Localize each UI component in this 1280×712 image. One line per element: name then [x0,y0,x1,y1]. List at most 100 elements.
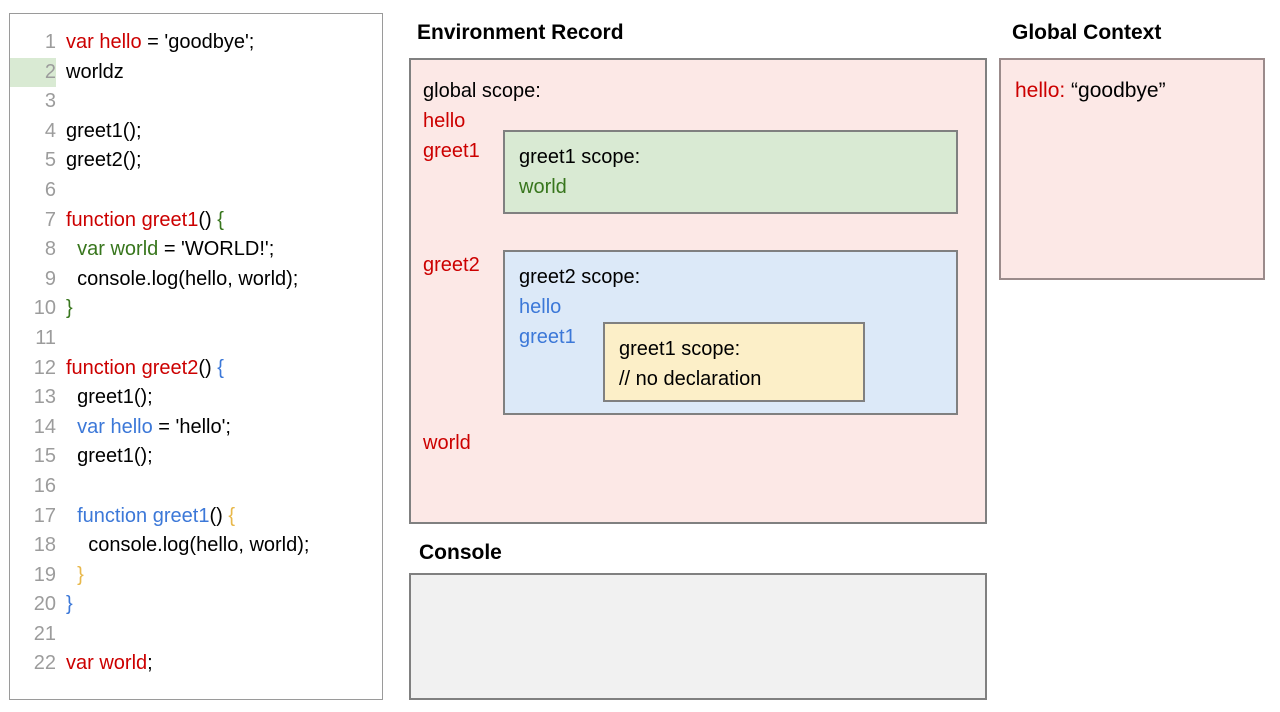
code-line[interactable]: 9 console.log(hello, world); [10,265,382,295]
line-number: 1 [44,31,56,53]
code-line-text: var hello = 'goodbye'; [56,28,254,58]
code-line-text: greet1(); [56,442,153,472]
code-line[interactable]: 3 [10,87,382,117]
code-line-text: } [56,294,73,324]
code-line-text: } [56,590,73,620]
code-line[interactable]: 5 greet2(); [10,146,382,176]
greet2-scope-entries: greet2 scope: hello greet1 [519,262,640,352]
code-token: var hello [66,31,142,53]
code-token: console.log(hello, world); [88,534,310,557]
code-line[interactable]: 15 greet1(); [10,442,382,472]
line-number: 7 [44,208,56,231]
console-panel[interactable] [409,573,987,700]
greet1-inner-scope-box: greet1 scope: // no declaration [603,322,865,402]
code-token: function greet2 [66,356,199,379]
code-token: ; [147,652,153,675]
greet1-scope-entries: greet1 scope: world [519,142,640,202]
line-number: 8 [44,238,56,261]
line-number: 22 [33,652,56,675]
console-title: Console [419,541,502,564]
line-number: 11 [35,326,56,349]
code-token: () [198,208,218,231]
global-scope-label: global scope: [423,80,541,102]
line-number: 21 [33,622,56,645]
code-line[interactable]: 19 } [10,561,382,591]
code-token: function greet1 [66,208,199,231]
line-number: 9 [44,267,56,290]
global-scope-entries: global scope: hello greet1 [423,76,541,166]
code-line[interactable]: 18 console.log(hello, world); [10,531,382,561]
code-line-text: var world; [56,649,153,679]
code-line[interactable]: 10} [10,294,382,324]
code-line-text: function greet1() { [56,206,224,236]
global-var-greet2: greet2 [423,254,480,276]
greet1-scope-title: greet1 scope: [519,146,641,168]
code-line[interactable]: 16 [10,472,382,502]
code-token: greet1(); [77,445,153,468]
line-number: 2 [10,57,56,88]
global-var-world: world [423,432,471,454]
code-token: greet2(); [66,149,142,172]
code-token: } [77,563,84,586]
code-line[interactable]: 11 [10,324,382,354]
code-token: function greet1 [77,504,210,527]
global-context-title: Global Context [1012,21,1162,44]
greet1-scope-var-world: world [519,176,567,198]
greet2-scope-box: greet2 scope: hello greet1 greet1 scope:… [503,250,958,415]
greet1-inner-scope-title: greet1 scope: [619,338,741,360]
line-number: 3 [44,90,56,113]
line-number: 20 [33,593,56,616]
code-line[interactable]: 21 [10,620,382,650]
environment-record-title: Environment Record [417,21,624,44]
code-token: () [198,356,218,379]
line-number: 12 [33,356,56,379]
code-token: } [66,297,73,320]
greet1-inner-scope-note: // no declaration [619,368,762,390]
greet2-scope-title: greet2 scope: [519,266,641,288]
line-number: 15 [33,445,56,468]
code-line[interactable]: 6 [10,176,382,206]
code-line[interactable]: 13 greet1(); [10,383,382,413]
code-line-text: worldz [56,58,124,88]
global-var-greet1: greet1 [423,140,480,162]
code-line[interactable]: 17 function greet1() { [10,502,382,532]
line-number: 14 [33,415,56,438]
code-token: = 'WORLD!'; [158,238,275,261]
code-line-text: console.log(hello, world); [56,531,309,561]
console-output [411,575,985,595]
code-line[interactable]: 20} [10,590,382,620]
code-line-text: function greet2() { [56,354,224,384]
code-token: greet1(); [77,386,153,409]
global-context-entry-key: hello: [1015,79,1066,102]
code-token: { [217,208,224,231]
line-number: 10 [33,297,56,320]
code-token: greet1(); [66,119,142,142]
code-line-text: console.log(hello, world); [56,265,298,295]
code-token: var world [66,652,148,675]
global-context-entry-value: “goodbye” [1071,79,1166,102]
line-number: 5 [44,149,56,172]
code-line[interactable]: 8 var world = 'WORLD!'; [10,235,382,265]
code-line[interactable]: 14 var hello = 'hello'; [10,413,382,443]
code-line-text: greet1(); [56,383,153,413]
greet2-scope-var-greet1: greet1 [519,326,576,348]
code-line-text: } [56,561,84,591]
code-line-text: greet2(); [56,146,142,176]
environment-record-panel: global scope: hello greet1 greet1 scope:… [409,58,987,524]
line-number: 19 [33,563,56,586]
line-number: 16 [33,474,56,497]
code-token: console.log(hello, world); [77,267,299,290]
line-number: 6 [44,178,56,201]
global-context-entry: hello: “goodbye” [1015,76,1166,106]
line-number: 17 [33,504,56,527]
code-token: } [66,593,73,616]
code-token: var hello [77,415,153,438]
